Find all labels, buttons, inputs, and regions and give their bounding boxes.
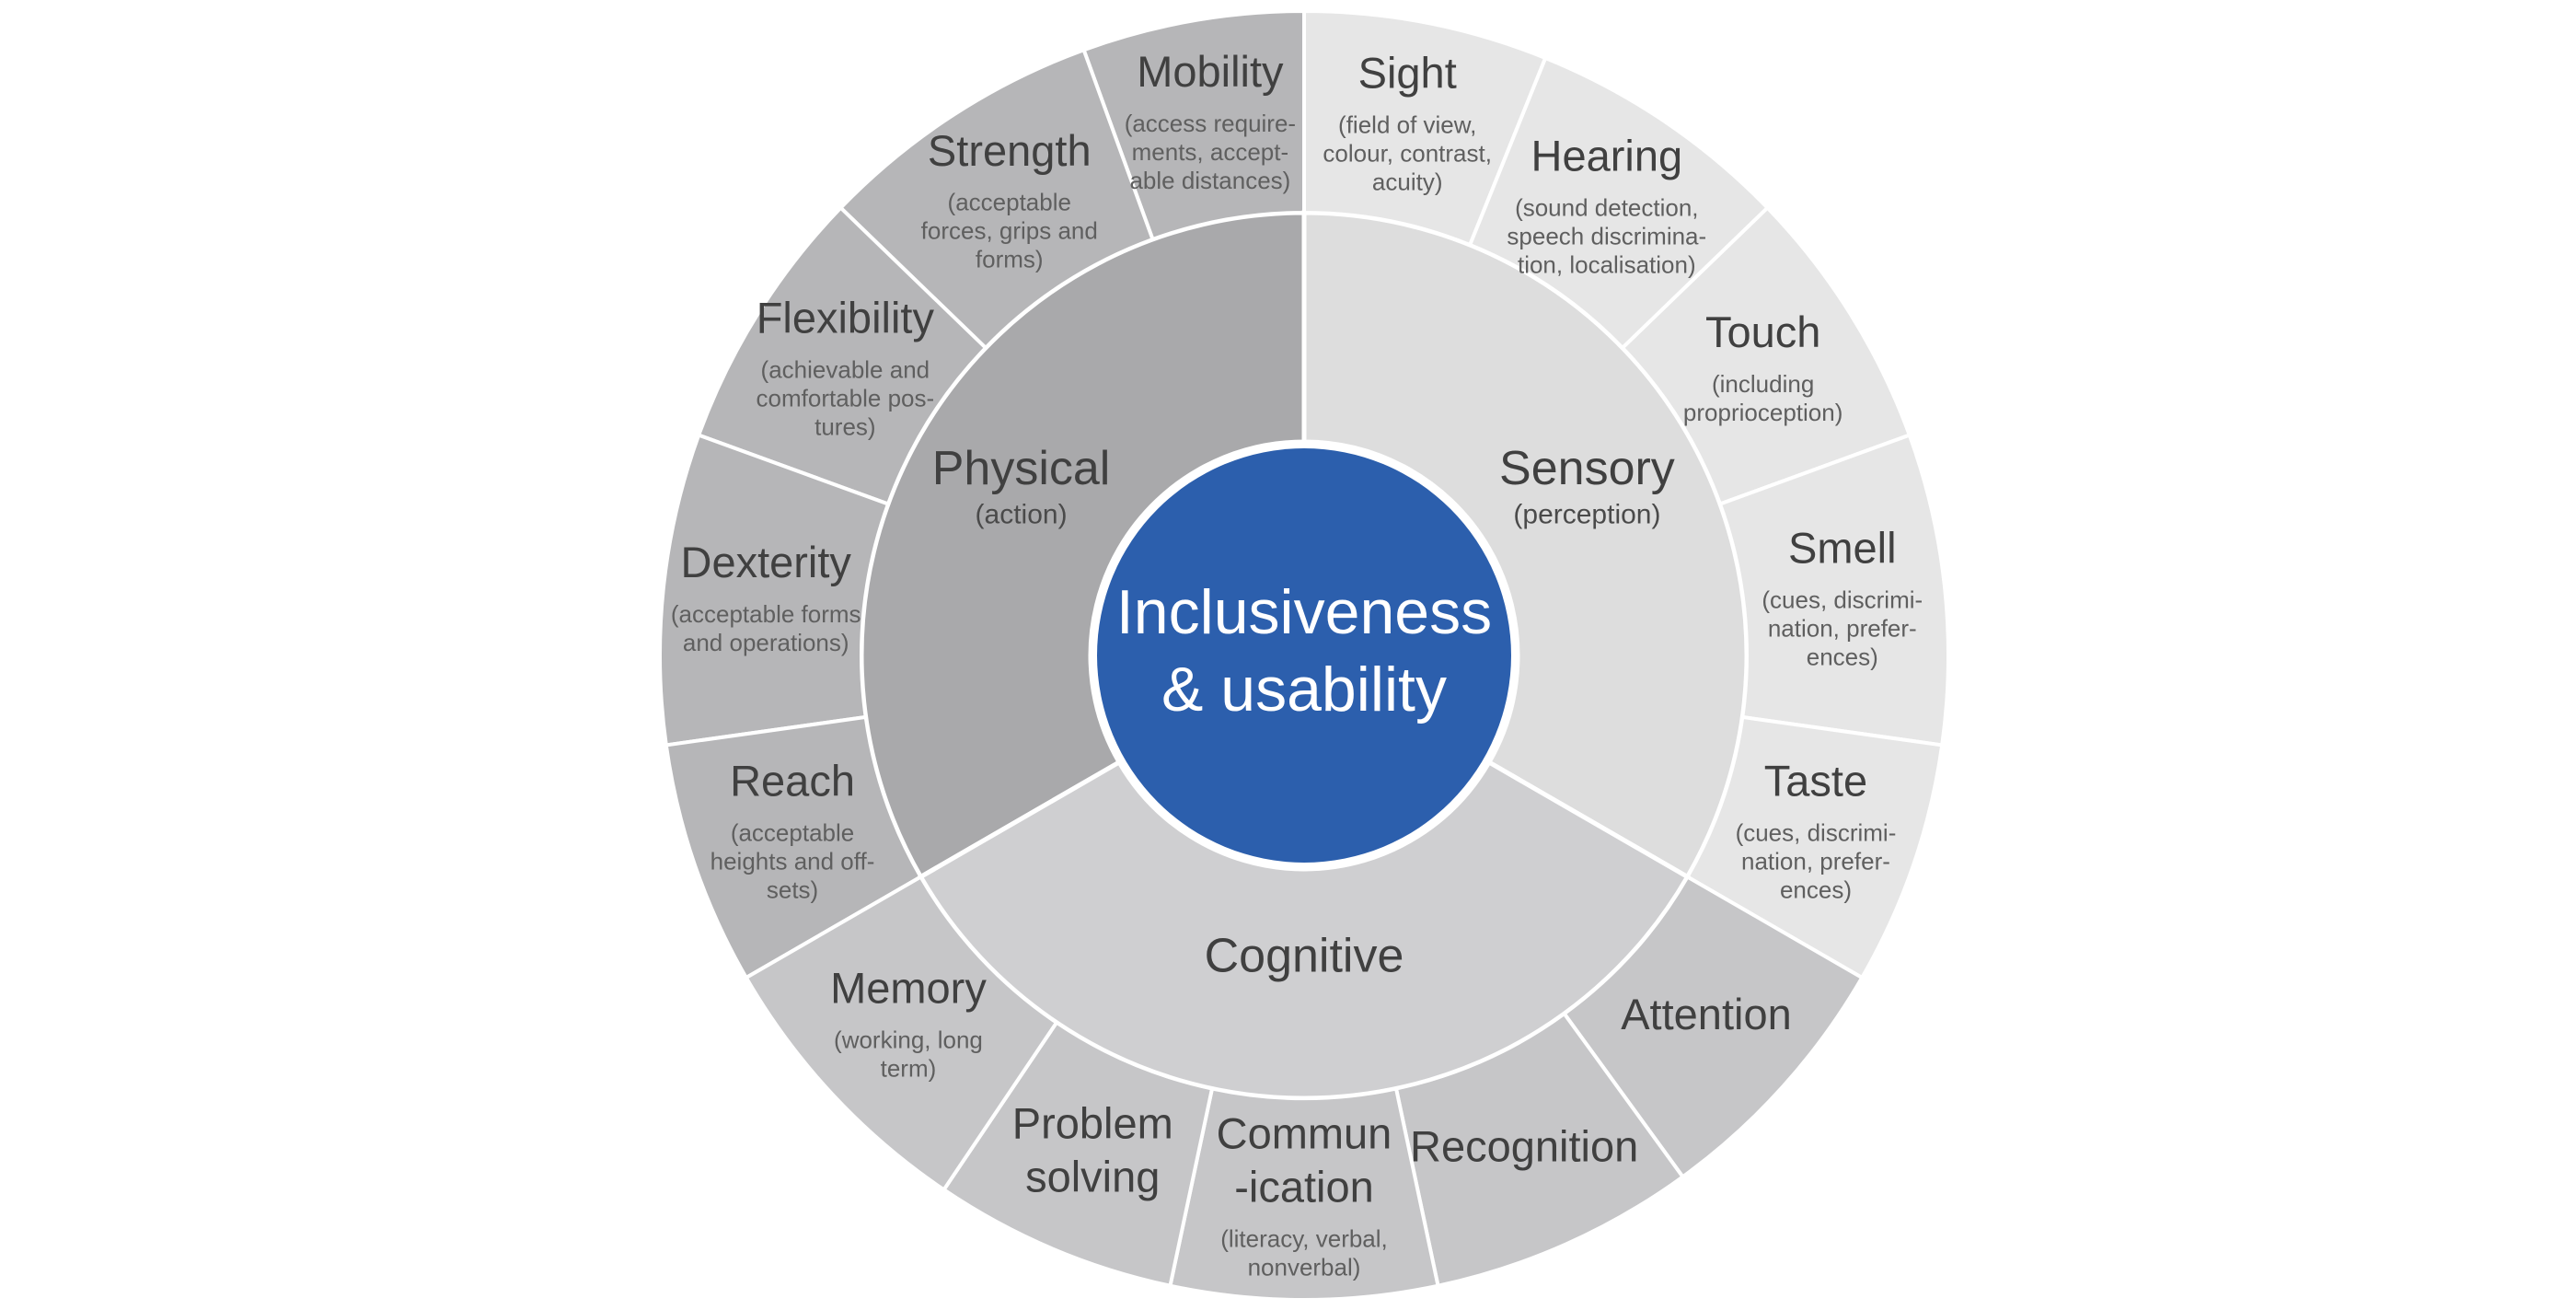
segment-title: Flexibility bbox=[757, 293, 935, 342]
segment-title: Touch bbox=[1705, 307, 1820, 356]
segment-label-sight: Sight (field of view,colour, contrast,acu… bbox=[1323, 49, 1492, 196]
segment-description: (sound detection,speech discrimina-tion,… bbox=[1507, 193, 1706, 278]
sensory-ring-label: Sensory (perception) bbox=[1499, 442, 1675, 529]
segment-title: Memory bbox=[830, 963, 987, 1012]
label-layer: Mobility (access require-ments, accept-ab… bbox=[671, 47, 1923, 1281]
ring-title: Sensory bbox=[1499, 442, 1675, 495]
outer-rim bbox=[658, 9, 1950, 1302]
ring-title: Cognitive bbox=[1205, 930, 1404, 983]
segment-title: Recognition bbox=[1410, 1122, 1638, 1171]
segment-title: Mobility bbox=[1137, 47, 1284, 96]
segment-layer bbox=[658, 8, 1950, 1302]
segment-label-smell: Smell (cues, discrimi-nation, prefer-ence… bbox=[1762, 523, 1923, 670]
segment-label-hearing: Hearing (sound detection,speech discrimin… bbox=[1507, 131, 1706, 278]
physical-ring-label: Physical (action) bbox=[932, 442, 1111, 529]
ring-subtitle: (action) bbox=[976, 499, 1068, 529]
center-label: Inclusiveness& usability bbox=[1116, 577, 1492, 725]
center-circle bbox=[1097, 448, 1511, 863]
segment-description: (cues, discrimi-nation, prefer-ences) bbox=[1762, 585, 1923, 670]
segment-title: Smell bbox=[1788, 523, 1897, 572]
cognitive-ring-label: Cognitive bbox=[1205, 930, 1404, 983]
segment-title: Attention bbox=[1621, 990, 1792, 1038]
segment-title: Dexterity bbox=[681, 538, 852, 586]
segment-label-recognition: Recognition bbox=[1410, 1122, 1638, 1171]
segment-title: Reach bbox=[730, 756, 855, 805]
segment-label-taste: Taste (cues, discrimi-nation, prefer-ence… bbox=[1736, 756, 1897, 903]
segment-title: Commun-ication bbox=[1217, 1108, 1392, 1211]
segment-description: (field of view,colour, contrast,acuity) bbox=[1323, 111, 1492, 196]
segment-description: (cues, discrimi-nation, prefer-ences) bbox=[1736, 818, 1897, 903]
segment-title: Taste bbox=[1764, 756, 1867, 805]
segment-label-attention: Attention bbox=[1621, 990, 1792, 1038]
segment-title: Strength bbox=[928, 126, 1092, 175]
segment-title: Sight bbox=[1358, 49, 1457, 98]
segment-label-commun-ication: Commun-ication (literacy, verbal,nonverba… bbox=[1217, 1108, 1392, 1281]
segment-title: Hearing bbox=[1531, 131, 1683, 180]
ring-title: Physical bbox=[932, 442, 1111, 495]
ring-subtitle: (perception) bbox=[1513, 499, 1660, 529]
segment-description: (literacy, verbal,nonverbal) bbox=[1220, 1224, 1388, 1281]
segment-description: (access require-ments, accept-able dista… bbox=[1125, 110, 1296, 194]
segment-label-mobility: Mobility (access require-ments, accept-ab… bbox=[1125, 47, 1296, 194]
